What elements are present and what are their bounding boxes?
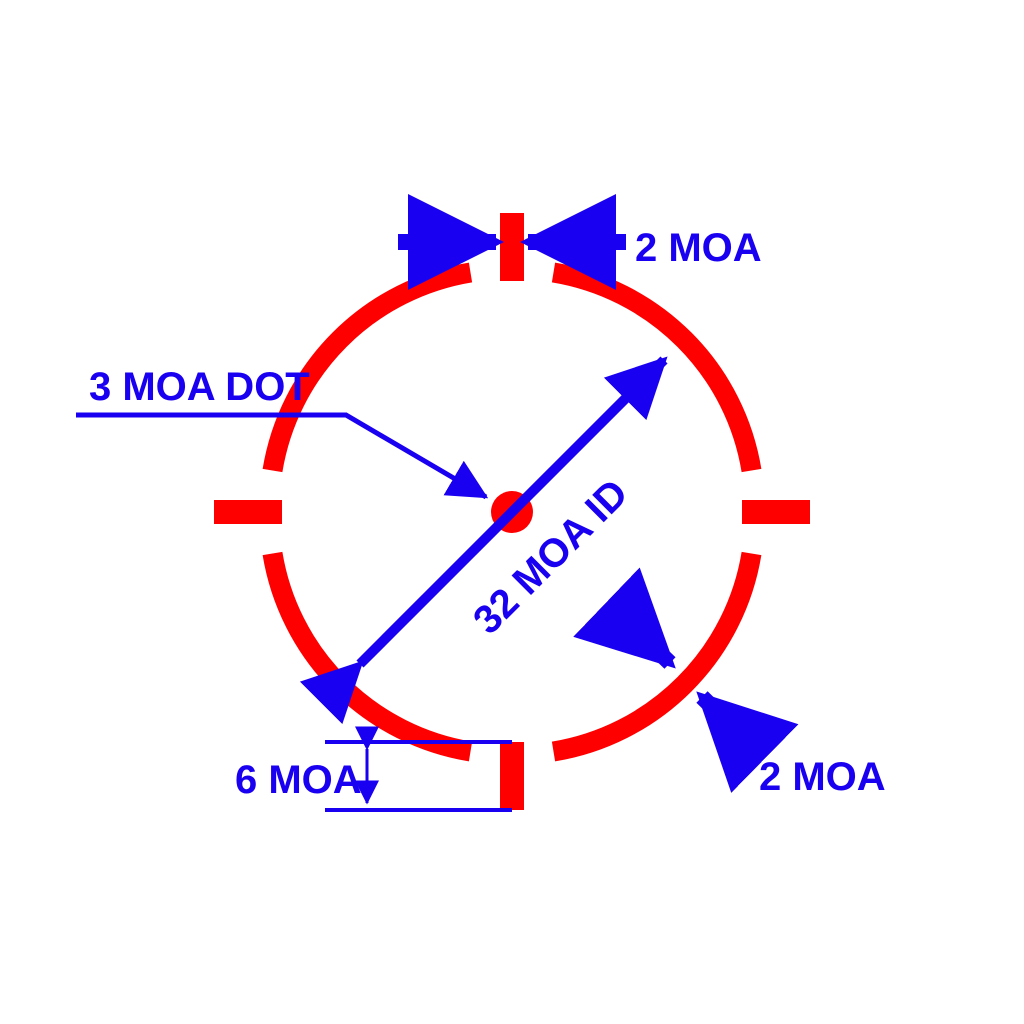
ring-thickness-arrow-outer bbox=[573, 567, 676, 669]
inner-diameter-arrow bbox=[299, 356, 668, 725]
ring-thickness-arrow-inner bbox=[696, 691, 799, 793]
ring-thickness-label: 2 MOA bbox=[759, 755, 886, 799]
gap-width-label: 2 MOA bbox=[635, 226, 762, 270]
tick-bottom bbox=[500, 742, 524, 810]
reticle-ticks bbox=[214, 213, 810, 810]
tick-top bbox=[500, 213, 524, 281]
tick-length-label: 6 MOA bbox=[235, 758, 362, 802]
ring-arc-bottom-right bbox=[551, 551, 762, 762]
tick-left bbox=[214, 500, 282, 524]
inner-diameter-label: 32 MOA ID bbox=[465, 471, 637, 643]
dot-label: 3 MOA DOT bbox=[89, 365, 310, 409]
annotations bbox=[76, 194, 799, 812]
tick-right bbox=[742, 500, 810, 524]
